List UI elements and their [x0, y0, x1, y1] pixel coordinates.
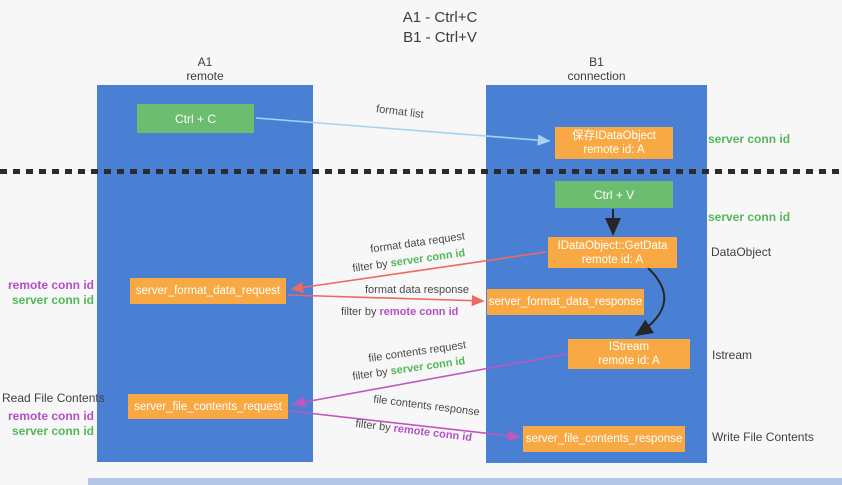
annotation-server-conn-id-top: server conn id: [708, 132, 791, 146]
filter-by-prefix-2: filter by: [341, 306, 380, 318]
node-istream: IStream remote id: A: [568, 339, 690, 369]
label-file-contents-response: file contents response: [372, 393, 481, 419]
getdata-line1: IDataObject::GetData: [557, 239, 668, 252]
node-ctrl-v: Ctrl + V: [555, 181, 673, 208]
annotation-server-conn-id-left-1: server conn id: [11, 293, 94, 307]
node-idataobject-getdata: IDataObject::GetData remote id: A: [548, 237, 677, 268]
label-filter-remote-2: filter by remote conn id: [355, 418, 473, 444]
node-ctrl-c: Ctrl + C: [137, 104, 254, 133]
column-b1-subtitle: connection: [567, 69, 626, 83]
column-header-a1: A1 remote: [97, 55, 313, 83]
label-filter-remote-1: filter by remote conn id: [341, 306, 458, 318]
filter-key-remote-1: remote conn id: [379, 306, 459, 318]
server-file-contents-response-label: server_file_contents_response: [525, 433, 683, 445]
istream-line2: remote id: A: [598, 355, 660, 367]
title-line-2: B1 - Ctrl+V: [403, 29, 477, 46]
bottom-window-edge: [88, 478, 842, 485]
title-line-1: A1 - Ctrl+C: [402, 9, 478, 26]
label-format-data-response: format data response: [365, 284, 469, 296]
node-server-format-data-response: server_format_data_response: [487, 289, 644, 315]
label-format-list: format list: [375, 103, 425, 121]
save-dataobject-line2: remote id: A: [583, 144, 645, 156]
node-server-file-contents-response: server_file_contents_response: [523, 426, 685, 452]
ctrl-c-label: Ctrl + C: [174, 111, 216, 126]
label-filter-server-1: filter by server conn id: [352, 247, 466, 275]
annotation-read-file-contents: Read File Contents: [2, 391, 105, 405]
node-server-format-data-request: server_format_data_request: [130, 278, 286, 304]
ctrl-v-label: Ctrl + V: [593, 187, 635, 202]
node-server-file-contents-request: server_file_contents_request: [128, 394, 288, 419]
column-header-b1: B1 connection: [486, 55, 707, 83]
filter-by-prefix-1: filter by: [351, 257, 392, 275]
filter-by-prefix-4: filter by: [354, 417, 395, 435]
annotation-left-conn-ids-1: remote conn id server conn id: [8, 278, 94, 308]
annotation-server-conn-id-mid: server conn id: [708, 210, 791, 224]
annotation-remote-conn-id-2: remote conn id: [8, 409, 95, 423]
annotation-write-file-contents: Write File Contents: [712, 430, 814, 444]
getdata-line2: remote id: A: [581, 253, 644, 266]
server-format-data-response-label: server_format_data_response: [488, 296, 643, 308]
filter-by-prefix-3: filter by: [351, 365, 392, 383]
column-a1-subtitle: remote: [186, 69, 224, 83]
filter-key-remote-2: remote conn id: [392, 422, 473, 445]
annotation-server-conn-id-left-2: server conn id: [11, 424, 94, 438]
dotted-divider-line: [0, 169, 842, 174]
diagram-title: A1 - Ctrl+C B1 - Ctrl+V: [38, 8, 842, 48]
annotation-istream: Istream: [712, 348, 753, 362]
server-file-contents-request-label: server_file_contents_request: [134, 400, 282, 413]
column-a1-name: A1: [197, 55, 213, 69]
column-b1-name: B1: [589, 55, 604, 69]
annotation-remote-conn-id-1: remote conn id: [8, 278, 95, 292]
istream-line1: IStream: [608, 341, 650, 353]
node-save-dataobject: 保存IDataObject remote id: A: [555, 127, 673, 159]
server-format-data-request-label: server_format_data_request: [135, 285, 281, 297]
annotation-left-conn-ids-2: remote conn id server conn id: [8, 409, 94, 439]
annotation-dataobject: DataObject: [711, 245, 772, 259]
save-dataobject-line1: 保存IDataObject: [572, 130, 656, 142]
